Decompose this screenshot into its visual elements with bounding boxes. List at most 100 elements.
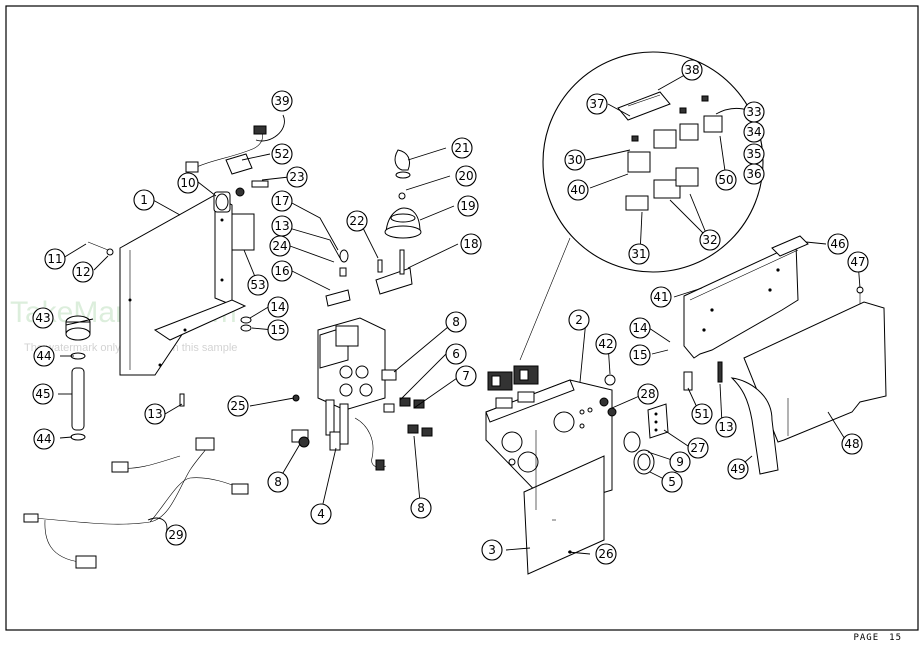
callout-label: 17 <box>274 194 289 208</box>
callout-44a: 44 <box>33 345 55 367</box>
callout-label: 37 <box>589 97 604 111</box>
callout-label: 35 <box>746 147 761 161</box>
hood-cover-drawing <box>730 286 887 475</box>
callout-label: 32 <box>702 233 717 247</box>
callout-25: 25 <box>227 395 249 417</box>
callout-28: 28 <box>637 383 659 405</box>
callout-label: 20 <box>458 169 473 183</box>
callout-15b: 15 <box>629 344 651 366</box>
callout-label: 47 <box>850 255 865 269</box>
callout-44b: 44 <box>33 428 55 450</box>
key-switch-drawing <box>213 180 269 213</box>
callout-label: 13 <box>718 420 733 434</box>
callout-label: 33 <box>746 105 761 119</box>
callout-label: 18 <box>463 237 478 251</box>
callout-label: 4 <box>317 507 325 521</box>
callout-8b: 8 <box>267 471 289 493</box>
callout-16: 16 <box>271 260 293 282</box>
callout-label: 19 <box>460 199 475 213</box>
callout-22: 22 <box>346 210 368 232</box>
callout-4: 4 <box>310 503 332 525</box>
callout-label: 44 <box>36 432 51 446</box>
callout-34: 34 <box>743 121 765 143</box>
callout-label: 16 <box>274 264 289 278</box>
callout-21: 21 <box>451 137 473 159</box>
callout-label: 51 <box>694 407 709 421</box>
callout-53: 53 <box>247 274 269 296</box>
roller-stack-drawing <box>65 315 91 441</box>
callout-label: 8 <box>417 501 425 515</box>
callout-label: 26 <box>598 547 613 561</box>
callout-label: 10 <box>180 176 195 190</box>
access-cover-drawing <box>523 430 605 575</box>
callout-17: 17 <box>271 190 293 212</box>
back-panel-drawing <box>683 235 809 391</box>
callout-label: 13 <box>147 407 162 421</box>
callout-40: 40 <box>567 179 589 201</box>
callout-38: 38 <box>681 59 703 81</box>
callout-13a: 13 <box>271 215 293 237</box>
callout-label: 7 <box>462 369 470 383</box>
callout-label: 53 <box>250 278 265 292</box>
callout-label: 42 <box>598 337 613 351</box>
callout-label: 12 <box>75 265 90 279</box>
callout-46: 46 <box>827 233 849 255</box>
callout-label: 8 <box>274 475 282 489</box>
callout-label: 23 <box>289 170 304 184</box>
callout-27: 27 <box>687 437 709 459</box>
callout-7: 7 <box>455 365 477 387</box>
callout-label: 31 <box>631 247 646 261</box>
callout-label: 15 <box>632 348 647 362</box>
callout-label: 1 <box>140 193 148 207</box>
callout-14a: 14 <box>267 296 289 318</box>
gauges-drawing <box>623 431 655 475</box>
callout-3: 3 <box>481 539 503 561</box>
callout-43: 43 <box>32 307 54 329</box>
callout-label: 52 <box>274 147 289 161</box>
callout-48: 48 <box>841 433 863 455</box>
callout-label: 38 <box>684 63 699 77</box>
callout-32: 32 <box>699 229 721 251</box>
mounting-bracket-drawing <box>119 194 247 376</box>
callout-31: 31 <box>628 243 650 265</box>
callout-51: 51 <box>691 403 713 425</box>
callout-label: 30 <box>567 153 582 167</box>
callout-35: 35 <box>743 143 765 165</box>
callout-15a: 15 <box>267 319 289 341</box>
callout-11: 11 <box>44 248 66 270</box>
callout-30: 30 <box>564 149 586 171</box>
callout-52: 52 <box>271 143 293 165</box>
callout-label: 9 <box>676 455 684 469</box>
callout-label: 49 <box>730 462 745 476</box>
page-footer: PAGE 15 <box>843 633 902 643</box>
fasteners-drawing <box>179 249 351 407</box>
callout-24: 24 <box>269 235 291 257</box>
callout-23: 23 <box>286 166 308 188</box>
callout-29: 29 <box>165 524 187 546</box>
callout-14b: 14 <box>629 317 651 339</box>
callout-label: 44 <box>36 349 51 363</box>
callout-label: 45 <box>35 387 50 401</box>
callout-label: 2 <box>575 313 583 327</box>
callout-9: 9 <box>669 451 691 473</box>
callout-label: 28 <box>640 387 655 401</box>
harness-39-drawing <box>185 125 267 173</box>
harness-29-drawing <box>23 437 249 569</box>
callout-12: 12 <box>72 261 94 283</box>
callout-20: 20 <box>455 165 477 187</box>
callout-19: 19 <box>457 195 479 217</box>
callout-13b: 13 <box>144 403 166 425</box>
callout-6: 6 <box>445 343 467 365</box>
callout-49: 49 <box>727 458 749 480</box>
callout-label: 50 <box>718 173 733 187</box>
callout-36: 36 <box>743 163 765 185</box>
callout-label: 43 <box>35 311 50 325</box>
page-label: PAGE <box>853 633 880 643</box>
callout-47: 47 <box>847 251 869 273</box>
page-number: 15 <box>889 633 902 643</box>
callout-8a: 8 <box>445 311 467 333</box>
callout-label: 11 <box>47 252 62 266</box>
callout-label: 13 <box>274 219 289 233</box>
callout-label: 14 <box>270 300 285 314</box>
